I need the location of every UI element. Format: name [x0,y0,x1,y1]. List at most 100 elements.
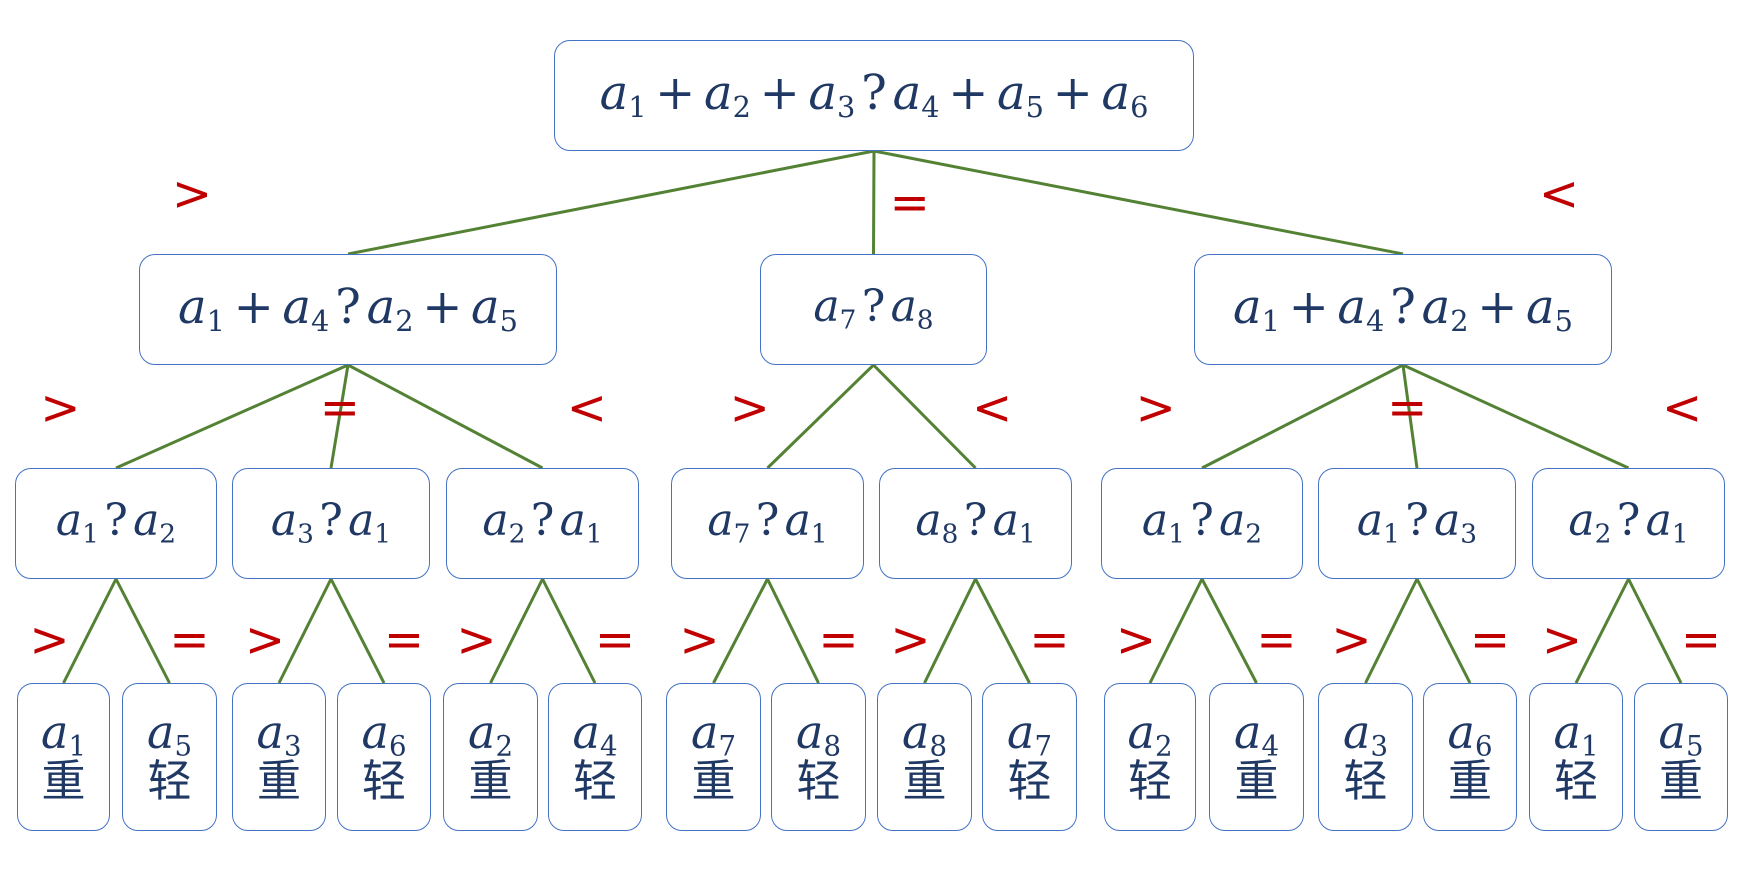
variable: a1 [784,495,828,550]
variable-symbol: a [468,704,496,759]
variable-symbol: a [133,495,160,547]
edge-label-L-L3: < [566,380,607,437]
variable-subscript: 5 [174,729,192,763]
variable: a4 [1337,279,1384,335]
variable: a2 [704,65,751,121]
variable-subscript: 1 [810,518,828,550]
comparison-node-R1: a1?a2 [1101,468,1303,579]
variable-symbol: a [1343,704,1371,759]
variable-symbol: a [1007,704,1035,759]
variable: a2 [367,279,414,335]
variable-symbol: a [1234,704,1262,759]
variable-subscript: 1 [1580,729,1599,763]
edge-R3-l15 [1574,578,1630,684]
edge-label-M-M1: > [729,380,770,437]
variable-symbol: a [892,65,922,122]
weight-label: 重 [1234,756,1279,808]
edge-label-L3-l6: = [594,612,636,668]
edge-label-root-R: < [1538,166,1580,223]
variable-subscript: 7 [718,729,736,763]
edge-label-M2-l9: > [890,612,931,668]
variable-subscript: 1 [585,518,603,550]
edge-label-R1-l12: = [1256,612,1297,668]
edge-label-L3-l5: > [456,612,497,668]
variable-symbol: a [482,495,509,547]
variable-symbol: a [707,495,734,547]
edge-root-L [347,149,875,256]
variable-subscript: 4 [1261,729,1279,763]
compare-symbol: ? [1616,495,1641,547]
leaf-variable: a6 [1448,708,1493,761]
variable-symbol: a [1658,704,1686,759]
variable-symbol: a [784,495,811,547]
edge-root-R [873,149,1404,256]
edge-label-R-R3: < [1662,380,1703,437]
edge-L2-l3 [277,578,333,684]
variable-subscript: 1 [1168,518,1185,550]
edge-L-L2 [329,364,350,469]
variable-subscript: 8 [929,729,947,763]
edge-label-L1-l2: = [169,612,210,668]
variable-symbol: a [704,65,733,122]
variable-subscript: 5 [499,304,518,339]
variable: a1 [993,495,1036,548]
compare-symbol: ? [963,495,988,547]
variable-symbol: a [808,65,838,122]
comparison-expression: a7?a8 [813,285,933,334]
variable-symbol: a [1219,495,1246,547]
variable: a7 [707,495,750,548]
leaf-variable: a2 [1128,708,1173,761]
edge-label-R3-l16: = [1680,612,1722,668]
comparison-node-M: a7?a8 [760,254,987,365]
variable-symbol: a [55,495,83,547]
variable: a3 [808,65,855,121]
variable: a2 [482,495,525,548]
compare-symbol: ? [861,281,886,333]
compare-symbol: ? [755,495,780,547]
variable-symbol: a [1526,279,1555,336]
variable-symbol: a [270,495,298,547]
edge-R3-l16 [1627,578,1683,684]
leaf-variable: a1 [41,708,86,761]
comparison-expression: a1+a2+a3?a4+a5+a6 [600,69,1149,122]
variable: a1 [559,495,603,550]
variable-subscript: 5 [1554,304,1573,339]
variable: a8 [891,281,934,334]
edge-L1-l2 [114,578,171,684]
comparison-node-M1: a7?a1 [671,468,864,579]
variable: a1 [178,279,225,335]
variable-subscript: 8 [941,518,959,550]
edge-root-M [872,150,876,255]
leaf-variable: a3 [257,708,302,761]
edge-label-L2-l4: = [383,612,425,668]
plus-symbol: + [1288,279,1329,336]
variable: a3 [270,495,314,550]
weight-label: 轻 [1128,756,1172,808]
variable-symbol: a [361,704,389,759]
comparison-node-R2: a1?a3 [1318,468,1516,579]
variable: a4 [893,65,940,121]
variable: a3 [1434,495,1477,548]
variable-symbol: a [147,704,175,759]
comparison-expression: a1+a4?a2+a5 [178,283,518,336]
variable-subscript: 5 [1025,90,1044,125]
weight-label: 重 [902,756,947,808]
variable-symbol: a [1101,65,1131,122]
variable-subscript: 3 [1370,729,1388,763]
edge-M1-l8 [766,578,820,684]
comparison-expression: a3?a1 [271,499,391,548]
edge-L2-l4 [329,578,386,684]
variable-subscript: 1 [1261,304,1280,339]
variable-symbol: a [559,495,586,547]
edge-M-M2 [872,363,977,470]
variable-subscript: 1 [1671,518,1689,550]
variable-subscript: 3 [297,518,314,550]
variable: a1 [348,495,391,548]
comparison-expression: a2?a1 [1568,499,1688,548]
variable: a1 [1357,495,1400,548]
comparison-node-L1: a1?a2 [15,468,217,579]
